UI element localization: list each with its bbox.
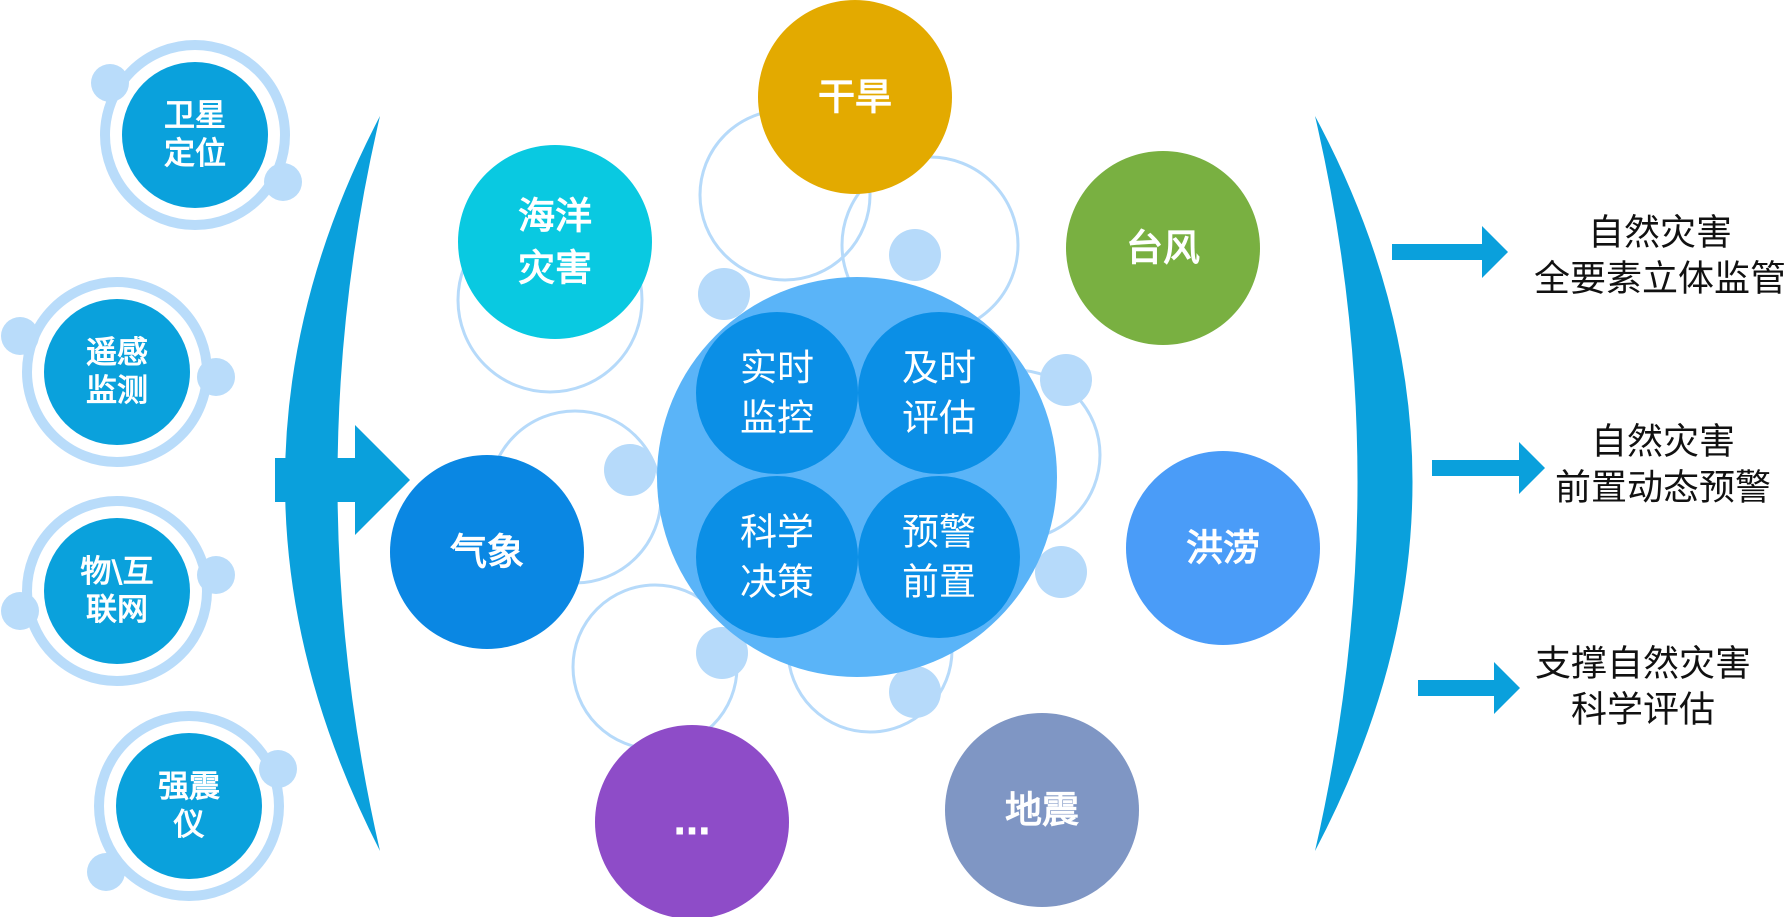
disaster-drought: 干旱 (758, 0, 952, 194)
source-dot (1, 317, 39, 355)
source-seismometer: 强震仪 (87, 711, 297, 901)
disaster-more: … (595, 725, 789, 917)
source-circle (122, 62, 268, 208)
source-label: 遥感 (86, 335, 148, 371)
connector-dot (604, 444, 656, 496)
source-dot (259, 750, 297, 788)
output-label: 自然灾害 (1588, 213, 1732, 254)
hub-label: 评估 (902, 397, 976, 440)
source-label: 联网 (86, 592, 148, 628)
disaster-flood: 洪涝 (1126, 451, 1320, 645)
disaster-label: 地震 (1005, 789, 1079, 832)
disaster-circle (458, 145, 652, 339)
source-label: 强震 (158, 769, 221, 805)
connector-dot (1040, 354, 1092, 406)
output-label: 全要素立体监管 (1534, 259, 1784, 300)
source-circle (44, 518, 190, 664)
source-circle (116, 733, 262, 879)
disaster-meteorology: 气象 (390, 455, 584, 649)
connector-dot (1035, 546, 1087, 598)
source-dot (87, 853, 125, 891)
disaster-label: 台风 (1126, 227, 1200, 270)
bracket-layer (275, 116, 1545, 851)
disaster-label: 洪涝 (1186, 527, 1260, 570)
source-label: 卫星 (164, 98, 226, 134)
disaster-circle (758, 0, 952, 194)
disaster-typhoon: 台风 (1066, 151, 1260, 345)
disaster-earthquake: 地震 (945, 713, 1139, 907)
right-bracket (1315, 116, 1413, 851)
source-dot (197, 358, 235, 396)
output-label: 支撑自然灾害 (1535, 644, 1751, 685)
disaster-label: … (674, 801, 711, 844)
connector-dot (698, 268, 750, 320)
source-label: 物\互 (80, 554, 153, 590)
hub-quadrant (696, 312, 858, 474)
source-circle (44, 299, 190, 445)
source-label: 定位 (164, 136, 226, 172)
source-dot (264, 163, 302, 201)
source-dot (1, 592, 39, 630)
hub-quadrant (858, 476, 1020, 638)
disaster-label: 气象 (450, 531, 524, 574)
hub-label: 及时 (902, 347, 976, 390)
output-arrow-icon (1418, 662, 1520, 714)
hub-label: 预警 (902, 511, 976, 554)
connector-dot (889, 666, 941, 718)
disaster-circle (945, 713, 1139, 907)
output-arrow-icon (1432, 442, 1545, 494)
disaster-circle (1066, 151, 1260, 345)
disaster-label: 灾害 (518, 247, 592, 290)
hub-label: 科学 (740, 511, 814, 554)
source-dot (91, 64, 129, 102)
output-label: 前置动态预警 (1555, 468, 1771, 509)
source-iot: 物\互联网 (1, 496, 235, 686)
hub-quadrant (858, 312, 1020, 474)
connector-dot (696, 627, 748, 679)
source-dot (197, 556, 235, 594)
output-label: 自然灾害 (1591, 422, 1735, 463)
left-arrow-icon (275, 425, 410, 535)
hub-label: 前置 (902, 561, 976, 604)
source-label: 监测 (86, 373, 148, 409)
disaster-label: 海洋 (518, 195, 592, 238)
hub-label: 监控 (740, 397, 814, 440)
source-ring (100, 40, 290, 230)
disaster-label: 干旱 (818, 76, 892, 119)
disaster-circle (390, 455, 584, 649)
disaster-circle (1126, 451, 1320, 645)
disaster-circle (595, 725, 789, 917)
hub-quadrant (696, 476, 858, 638)
source-ring (94, 711, 284, 901)
hub-label: 实时 (740, 347, 814, 390)
output-arrow-icon (1392, 226, 1508, 278)
output-label: 科学评估 (1571, 690, 1715, 731)
connector-dot (889, 229, 941, 281)
source-label: 仪 (173, 807, 205, 843)
hub-label: 决策 (740, 561, 814, 604)
